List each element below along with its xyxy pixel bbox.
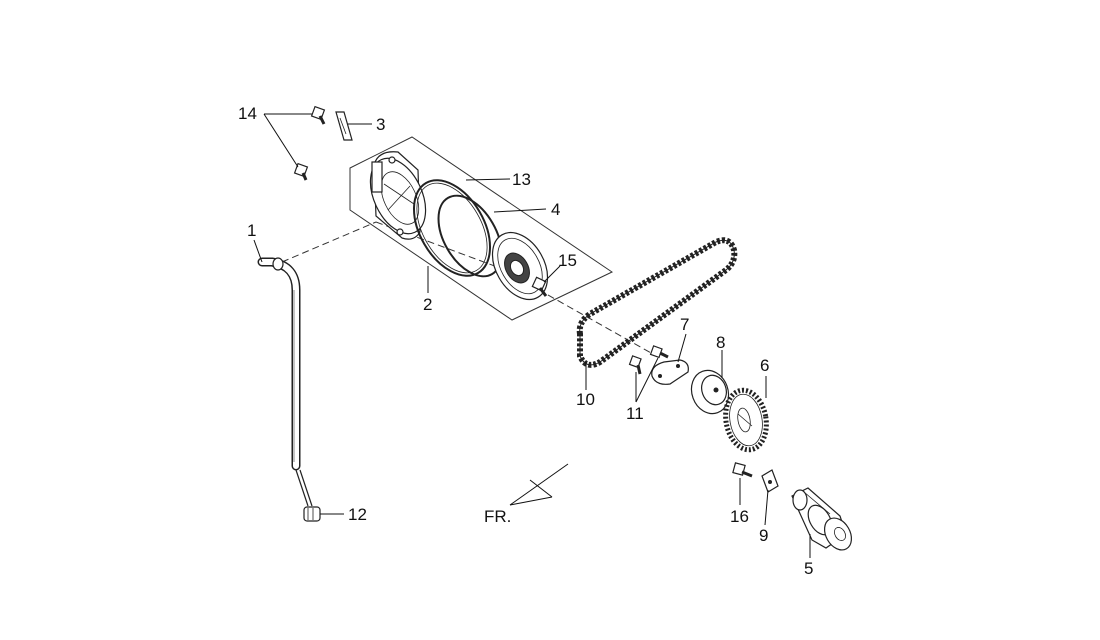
- callout-9: 9: [759, 526, 768, 545]
- callout-2: 2: [423, 295, 432, 314]
- callout-15: 15: [558, 251, 577, 270]
- callout-10: 10: [576, 390, 595, 409]
- bolt-part-upper: [310, 105, 326, 125]
- timing-chain-part: [576, 237, 738, 368]
- plate-bolt-part-a: [649, 345, 669, 359]
- o-ring-part: [413, 179, 491, 277]
- callout-12: 12: [348, 505, 367, 524]
- callout-3: 3: [376, 115, 385, 134]
- cam-hub-part: [690, 369, 730, 415]
- camshaft-part: [791, 487, 853, 551]
- o-ring-inner-part: [416, 182, 488, 274]
- callout-1: 1: [247, 221, 256, 240]
- cam-sprocket-part: [723, 387, 769, 453]
- retainer-plate-part: [335, 111, 353, 141]
- assembly-axis-lines: [281, 221, 661, 359]
- tube-nut-part: [303, 506, 321, 522]
- callout-14: 14: [238, 104, 257, 123]
- leader-lines: [253, 113, 811, 558]
- sprocket-plate-part: [651, 359, 689, 385]
- assembly-group-outline: [349, 136, 614, 321]
- callout-8: 8: [716, 333, 725, 352]
- rotor-bolt-part: [531, 276, 548, 297]
- callout-4: 4: [551, 200, 560, 219]
- callout-13: 13: [512, 170, 531, 189]
- plate-bolt-part-b: [628, 355, 642, 375]
- pump-rotor-part: [491, 231, 549, 301]
- cam-bolt-part: [732, 462, 753, 478]
- gasket-part: [437, 194, 503, 278]
- oil-pump-body-part: [369, 151, 427, 240]
- bolt-part-lower: [293, 162, 309, 181]
- callout-11: 11: [626, 404, 644, 423]
- callout-5: 5: [804, 559, 813, 578]
- front-direction-label: FR.: [484, 507, 511, 526]
- callout-6: 6: [760, 356, 769, 375]
- callout-7: 7: [680, 315, 689, 334]
- cam-pin-plate-part: [761, 469, 779, 493]
- oil-tube-part: [257, 257, 313, 507]
- front-direction-marker: [509, 463, 569, 506]
- callout-16: 16: [730, 507, 749, 526]
